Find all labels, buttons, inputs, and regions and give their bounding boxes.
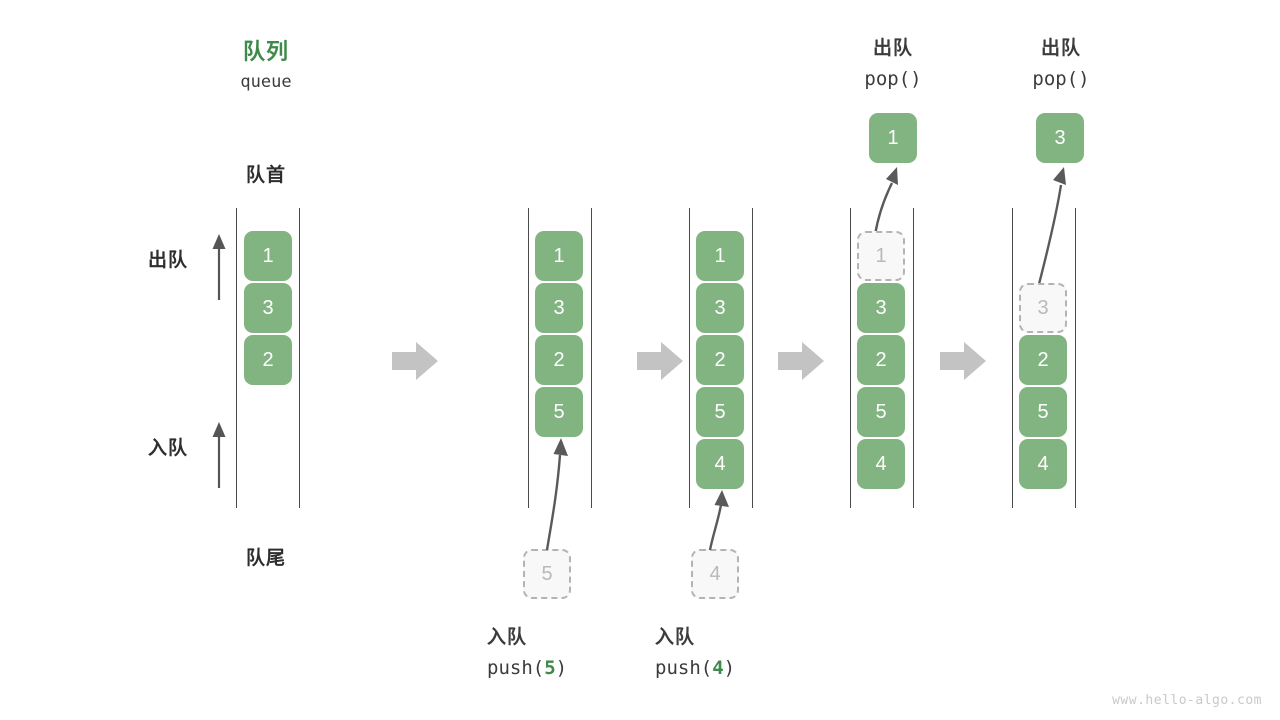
step-arrow-icon: [392, 342, 438, 380]
pop-caption-code: pop(): [1032, 68, 1090, 90]
push-caption-prefix: push(: [487, 657, 545, 679]
queue-tail-label: 队尾: [245, 548, 286, 569]
diagram-title-en: queue: [240, 72, 292, 92]
incoming-element-ghost: 5: [523, 549, 571, 599]
queue-rail-right: [913, 208, 914, 508]
queue-cell: 5: [535, 387, 583, 437]
queue-cell: 4: [696, 439, 744, 489]
queue-rail-left: [236, 208, 237, 508]
enqueue-direction-label: 入队: [148, 438, 189, 459]
queue-rail-left: [1012, 208, 1013, 508]
diagram-title-cn: 队列: [242, 39, 289, 64]
queue-cell: 3: [535, 283, 583, 333]
dequeue-direction-arrow-icon: [212, 234, 226, 300]
step-arrow-icon: [940, 342, 986, 380]
queue-rail-right: [1075, 208, 1076, 508]
push-caption-suffix: ): [555, 657, 568, 679]
push-caption-cn: 入队: [487, 627, 528, 648]
queue-cell: 1: [696, 231, 744, 281]
queue-cell: 1: [535, 231, 583, 281]
push-caption-code: push(5): [487, 657, 667, 679]
incoming-element-ghost: 4: [691, 549, 739, 599]
queue-cell-ghost: 1: [857, 231, 905, 281]
queue-cell: 1: [244, 231, 292, 281]
step-arrow-icon: [637, 342, 683, 380]
queue-rail-left: [850, 208, 851, 508]
enqueue-arrow-icon: [545, 438, 568, 551]
queue-cell: 5: [1019, 387, 1067, 437]
enqueue-direction-arrow-icon: [212, 422, 226, 488]
queue-rail-right: [299, 208, 300, 508]
push-caption-value: 5: [544, 657, 556, 679]
queue-cell: 3: [244, 283, 292, 333]
queue-rail-left: [689, 208, 690, 508]
queue-cell-ghost: 3: [1019, 283, 1067, 333]
push-caption-prefix: push(: [655, 657, 713, 679]
dequeue-arrow-icon: [1036, 167, 1066, 289]
push-caption-code: push(4): [655, 657, 835, 679]
queue-rail-right: [752, 208, 753, 508]
queue-head-label: 队首: [245, 165, 286, 186]
queue-rail-right: [591, 208, 592, 508]
queue-cell: 5: [696, 387, 744, 437]
queue-cell: 2: [857, 335, 905, 385]
push-caption-suffix: ): [723, 657, 736, 679]
popped-element: 1: [869, 113, 917, 163]
pop-caption-cn: 出队: [1040, 38, 1081, 59]
queue-cell: 2: [696, 335, 744, 385]
push-caption-cn: 入队: [655, 627, 696, 648]
queue-cell: 2: [244, 335, 292, 385]
popped-element: 3: [1036, 113, 1084, 163]
pop-caption-code: pop(): [864, 68, 922, 90]
queue-rail-left: [528, 208, 529, 508]
queue-cell: 4: [857, 439, 905, 489]
step-arrow-icon: [778, 342, 824, 380]
pop-caption-cn: 出队: [872, 38, 913, 59]
enqueue-arrow-icon: [708, 490, 729, 551]
push-caption-value: 4: [712, 657, 724, 679]
queue-cell: 5: [857, 387, 905, 437]
queue-cell: 2: [1019, 335, 1067, 385]
queue-cell: 4: [1019, 439, 1067, 489]
watermark: www.hello-algo.com: [1112, 693, 1262, 708]
queue-cell: 2: [535, 335, 583, 385]
dequeue-arrow-icon: [873, 167, 898, 236]
dequeue-direction-label: 出队: [148, 250, 189, 271]
queue-cell: 3: [696, 283, 744, 333]
queue-cell: 3: [857, 283, 905, 333]
